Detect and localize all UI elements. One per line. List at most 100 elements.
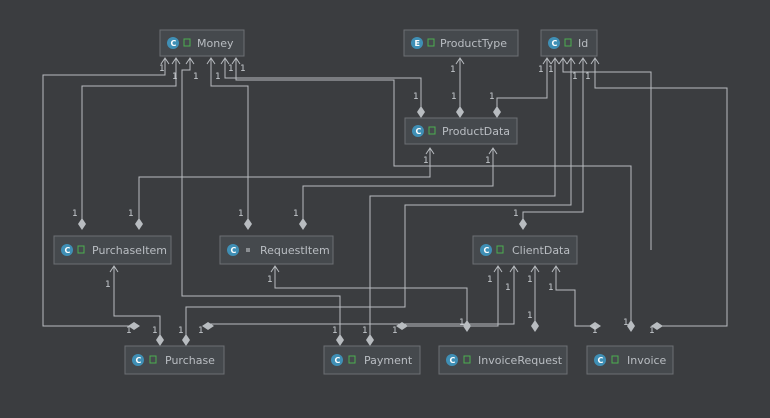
class-node-requestitem[interactable]: C RequestItem: [219, 235, 334, 265]
edge-requestitem-productdata-diamond: [299, 218, 307, 230]
mult-label: 1: [240, 64, 246, 74]
arrowhead-money-3: [185, 57, 195, 65]
svg-text:C: C: [231, 246, 237, 255]
class-node-invoice[interactable]: C Invoice: [586, 345, 674, 375]
node-label: RequestItem: [260, 244, 330, 257]
edge-payment-id-diamond: [366, 334, 374, 346]
arrowhead-money-2: [171, 57, 181, 65]
mult-label: 1: [548, 283, 554, 293]
mult-label: 1: [487, 275, 493, 285]
svg-text:C: C: [136, 356, 142, 365]
node-label: ProductType: [440, 37, 507, 50]
class-icon: C: [480, 244, 492, 256]
mult-label: 1: [592, 326, 598, 336]
class-node-invoicerequest[interactable]: C InvoiceRequest: [438, 345, 568, 375]
arrowhead-productdata-2: [488, 147, 498, 155]
class-icon: C: [167, 37, 179, 49]
class-icon: C: [132, 354, 144, 366]
edge-invoicerequest-requestitem: [274, 266, 468, 326]
mult-label: 1: [152, 326, 158, 336]
multiplicity-labels: 1 1 1 1 1 1 1 1 1 1 1 1 1 1 1 1 1 1 1 1 …: [72, 64, 655, 336]
mult-label: 1: [128, 209, 134, 219]
visibility-icon: [183, 38, 191, 47]
class-node-payment[interactable]: C Payment: [323, 345, 421, 375]
edge-payment-money: [181, 58, 341, 340]
edge-purchase-purchaseitem-diamond: [156, 334, 164, 346]
mult-label: 1: [423, 156, 429, 166]
edge-clientdata-id-diamond: [519, 218, 527, 230]
arrowhead-producttype: [455, 57, 465, 65]
class-icon: C: [331, 354, 343, 366]
class-node-purchase[interactable]: C Purchase: [124, 345, 225, 375]
class-node-id[interactable]: C Id: [540, 29, 598, 57]
arrowheads: [109, 57, 600, 273]
mult-label: 1: [228, 64, 234, 74]
edge-invoice-clientdata-diamond: [589, 322, 601, 330]
mult-label: 1: [293, 209, 299, 219]
edge-requestitem-money-diamond: [244, 218, 252, 230]
visibility-icon: [496, 245, 504, 254]
svg-text:C: C: [484, 246, 490, 255]
arrowhead-money-1: [160, 57, 170, 65]
visibility-icon: [564, 38, 572, 47]
mult-label: 1: [105, 280, 111, 290]
node-box: [219, 235, 334, 265]
class-node-money[interactable]: C Money: [159, 29, 245, 57]
node-label: InvoiceRequest: [478, 354, 563, 367]
mult-label: 1: [172, 72, 178, 82]
class-node-purchaseitem[interactable]: C PurchaseItem: [53, 235, 172, 265]
class-node-productdata[interactable]: C ProductData: [404, 117, 518, 145]
visibility-icon: [348, 355, 356, 364]
mult-label: 1: [485, 156, 491, 166]
svg-text:E: E: [415, 39, 420, 48]
mult-label: 1: [585, 72, 591, 82]
node-label: Payment: [364, 354, 413, 367]
edge-productdata-producttype-diamond: [456, 106, 464, 118]
arrowhead-id-4: [566, 57, 576, 65]
arrowhead-clientdata-3: [530, 265, 540, 273]
arrowhead-purchaseitem: [109, 265, 119, 273]
mult-label: 1: [159, 64, 165, 74]
mult-label: 1: [513, 209, 519, 219]
mult-label: 1: [527, 275, 533, 285]
arrowhead-id-6: [590, 57, 600, 65]
svg-text:C: C: [552, 39, 558, 48]
node-label: Purchase: [165, 354, 215, 367]
svg-text:C: C: [416, 127, 422, 136]
node-label: Id: [578, 37, 588, 50]
visibility-icon: [428, 126, 436, 135]
mult-label: 1: [413, 92, 419, 102]
edge-purchase-money-left: [42, 58, 166, 327]
edge-purchaseitem-money: [81, 58, 177, 224]
edge-requestitem-money: [210, 58, 249, 224]
edge-invoice-id-diamond: [651, 322, 663, 330]
edge-productdata-id-diamond: [493, 106, 501, 118]
edge-invoicerequest-requestitem-diamond: [463, 320, 471, 332]
edge-payment-id: [369, 58, 556, 340]
arrowhead-requestitem: [270, 265, 280, 273]
mult-label: 1: [538, 65, 544, 75]
edge-purchaseitem-productdata-diamond: [135, 218, 143, 230]
visibility-icon: [611, 355, 619, 364]
edge-purchase-clientdata-diamond: [202, 322, 214, 330]
mult-label: 1: [215, 72, 221, 82]
edge-id-clientdata-side: [562, 58, 652, 250]
node-label: Invoice: [627, 354, 667, 367]
arrowhead-clientdata-1: [493, 265, 503, 273]
class-icon: C: [594, 354, 606, 366]
node-label: ClientData: [512, 244, 570, 257]
edge-productdata-money-diamond: [417, 106, 425, 118]
edge-payment-money-diamond: [336, 334, 344, 346]
mult-label: 1: [193, 72, 199, 82]
svg-text:C: C: [598, 356, 604, 365]
node-box: [53, 235, 172, 265]
enum-icon: E: [411, 37, 423, 49]
arrowhead-money-4: [206, 57, 216, 65]
visibility-icon: [463, 355, 471, 364]
mult-label: 1: [392, 326, 398, 336]
mult-label: 1: [178, 326, 184, 336]
enum-node-producttype[interactable]: E ProductType: [403, 29, 519, 57]
edge-purchaseitem-productdata: [138, 148, 431, 224]
arrowhead-id-1: [542, 57, 552, 65]
class-node-clientdata[interactable]: C ClientData: [472, 235, 578, 265]
